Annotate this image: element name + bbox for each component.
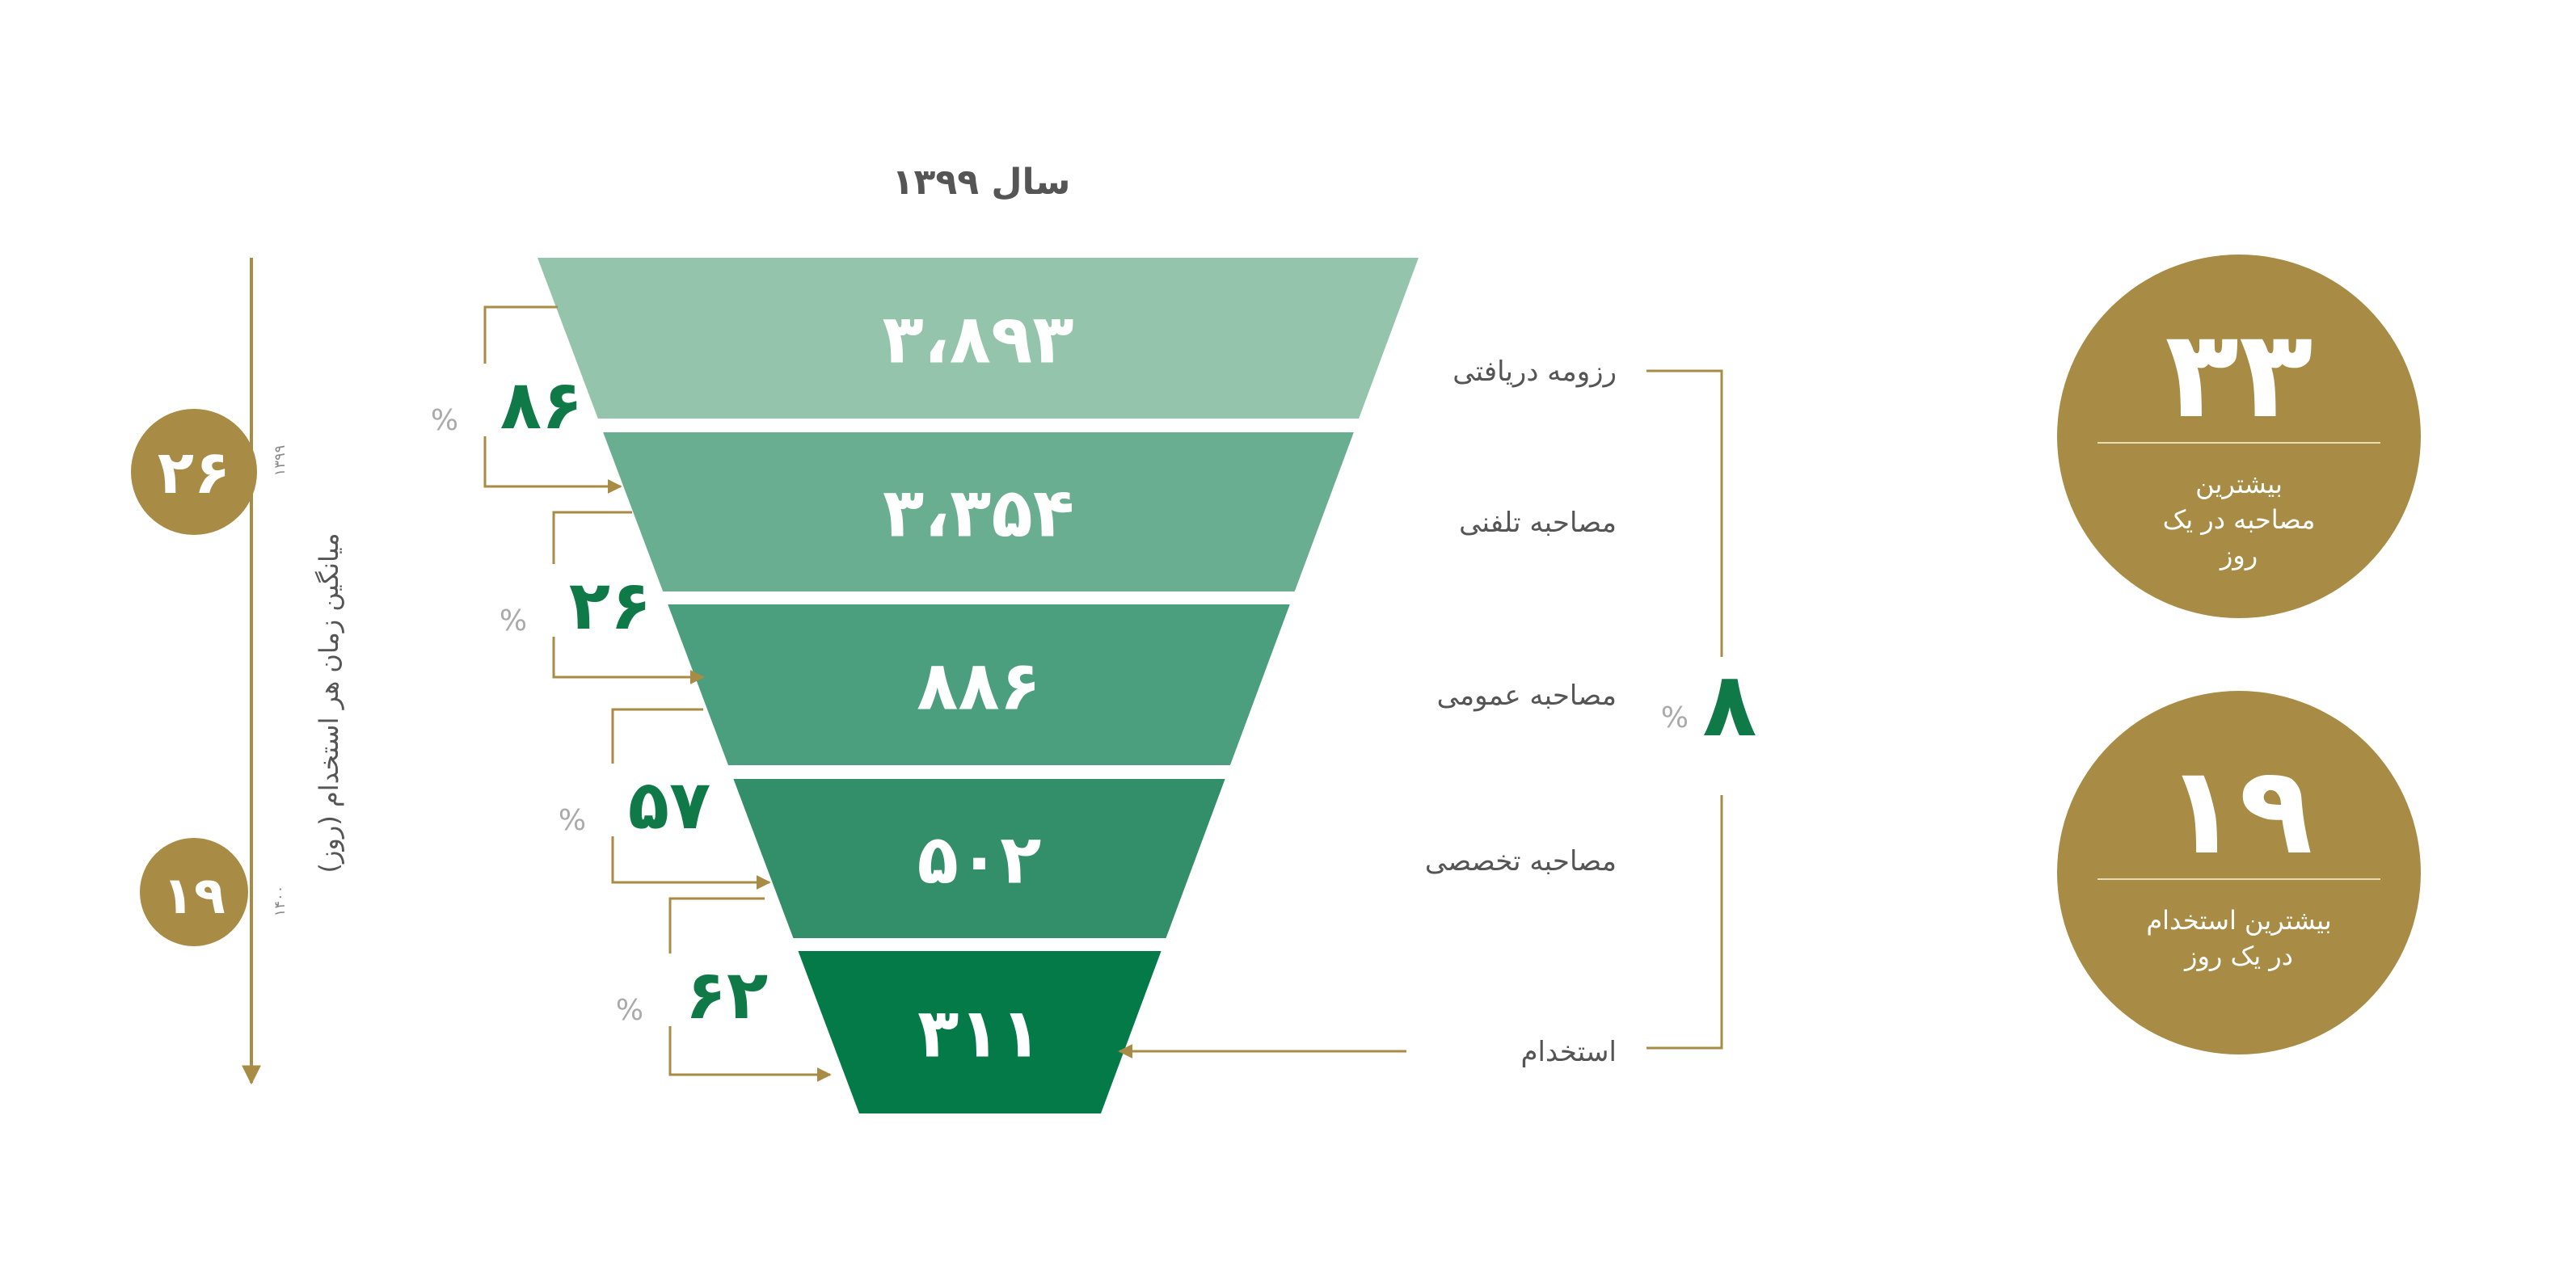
time-value: ۱۹ (162, 866, 226, 926)
bracket-line (611, 708, 703, 764)
axis-label: میانگین زمان هر استخدام (روز) (314, 532, 344, 873)
stage-label: مصاحبه عمومی (1437, 680, 1617, 712)
overall-bracket-top (1646, 369, 1723, 657)
funnel-value: ۳،۸۹۳ (883, 300, 1074, 379)
funnel-segment (798, 951, 1162, 1113)
highlight-circle (2057, 255, 2421, 618)
bracket-line (668, 897, 765, 953)
chart-title: سال ۱۳۹۹ (892, 162, 1071, 203)
percent-sign: % (616, 994, 643, 1027)
highlight-caption: مصاحبه در یک (2163, 504, 2316, 535)
time-circle (140, 838, 248, 946)
highlight-circle (2057, 691, 2421, 1054)
funnel-value: ۵۰۲ (917, 820, 1042, 899)
year-label: ۱۳۹۹ (272, 445, 289, 477)
stage-label: استخدام (1521, 1036, 1617, 1068)
conversion-rate: ۸۶ (500, 365, 584, 444)
arrow-line (483, 436, 622, 494)
bracket-line (552, 511, 632, 564)
conversion-rate: ۵۷ (628, 765, 711, 844)
time-value: ۲۶ (158, 438, 230, 507)
arrow-line (552, 637, 705, 684)
percent-sign: % (559, 804, 586, 837)
funnel-segment (538, 258, 1419, 419)
percent-sign: % (431, 404, 458, 437)
conversion-rate: ۶۲ (685, 955, 769, 1034)
funnel-value: ۳،۳۵۴ (883, 474, 1074, 553)
overall-rate: ۸ (1702, 653, 1756, 756)
highlight-caption: روز (2219, 540, 2258, 570)
highlight-caption: بیشترین استخدام (2146, 905, 2331, 936)
highlight-value: ۱۹ (2165, 741, 2312, 882)
percent-sign: % (500, 604, 527, 638)
overall-bracket-bottom (1646, 795, 1723, 1050)
funnel-segment (603, 432, 1354, 591)
funnel-segment (733, 779, 1225, 938)
percent-sign: % (1661, 701, 1689, 734)
arrow-line (668, 1026, 832, 1082)
stage-label: مصاحبه تخصصی (1425, 845, 1617, 878)
bracket-line (483, 305, 558, 364)
stage-label: مصاحبه تلفنی (1459, 507, 1617, 539)
funnel-value: ۳۱۱ (917, 994, 1042, 1073)
arrow-line (611, 836, 771, 890)
stage-label: رزومه دریافتی (1452, 356, 1617, 388)
funnel-value: ۸۸۶ (917, 646, 1041, 726)
highlight-caption: بیشترین (2195, 469, 2283, 499)
highlight-caption: در یک روز (2183, 941, 2293, 971)
conversion-rate: ۲۶ (569, 566, 652, 645)
time-circle (131, 409, 257, 535)
year-label: ۱۴۰۰ (272, 886, 289, 917)
funnel-segment (668, 604, 1290, 765)
highlight-value: ۳۳ (2165, 305, 2312, 445)
